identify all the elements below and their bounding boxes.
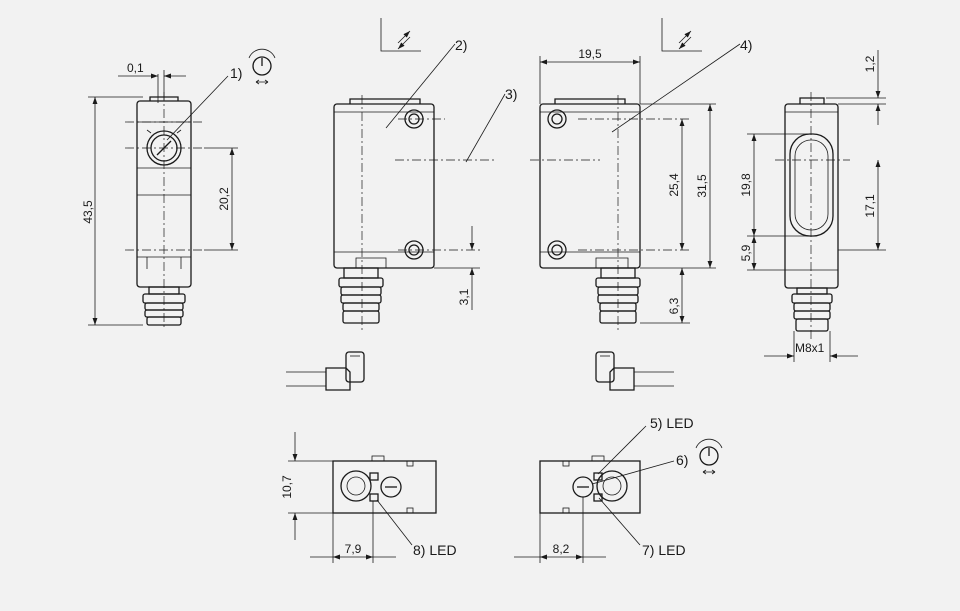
dim-0-1: 0,1 — [118, 61, 186, 103]
rear-view — [530, 95, 690, 330]
adjust-knob-icon — [248, 48, 276, 85]
dim-20-2: 20,2 — [204, 147, 238, 251]
callout-7: 7) LED — [598, 497, 686, 558]
dim-19-5: 19,5 — [539, 47, 641, 104]
dim-m8x1: M8x1 — [764, 331, 858, 362]
top-view-right — [539, 455, 641, 514]
dim-label-3-1: 3,1 — [457, 288, 471, 305]
callout-label-1: 1) — [230, 65, 242, 81]
dim-label-1-2: 1,2 — [863, 55, 877, 72]
dim-8-2: 8,2 — [514, 497, 606, 563]
callout-label-3: 3) — [505, 86, 517, 102]
dim-6-3: 6,3 — [640, 268, 690, 324]
callout-3: 3) — [465, 86, 517, 163]
callout-label-6: 6) — [676, 452, 688, 468]
dim-label-5-9: 5,9 — [739, 244, 753, 261]
dim-5-9: 5,9 — [739, 236, 785, 271]
callout-1: 1) — [166, 48, 276, 141]
angled-plug-left — [286, 351, 365, 391]
dim-label-0-1: 0,1 — [127, 61, 144, 75]
callout-2: 2) — [385, 37, 467, 129]
callout-6: 6) — [591, 438, 723, 485]
light-axis-symbol-1 — [380, 18, 421, 52]
connector-right-view — [791, 287, 833, 332]
dim-label-31-5: 31,5 — [695, 174, 709, 198]
dim-label-6-3: 6,3 — [667, 297, 681, 314]
dim-label-19-5: 19,5 — [578, 47, 602, 61]
callout-8: 8) LED — [376, 499, 457, 558]
dim-label-43-5: 43,5 — [81, 200, 95, 224]
callout-label-8: 8) LED — [413, 542, 457, 558]
callout-5: 5) LED — [597, 415, 694, 475]
dim-label-25-4: 25,4 — [667, 173, 681, 197]
callout-label-2: 2) — [455, 37, 467, 53]
callout-label-4: 4) — [740, 37, 752, 53]
dim-19-8: 19,8 — [739, 133, 812, 237]
mounting-hole-rear-bottom — [547, 240, 567, 260]
side-view-left — [125, 92, 204, 330]
callout-4: 4) — [611, 37, 752, 133]
dim-3-1: 3,1 — [434, 226, 480, 310]
front-view — [333, 95, 495, 330]
dim-7-9: 7,9 — [310, 501, 396, 563]
dim-label-17-1: 17,1 — [863, 194, 877, 218]
dim-43-5: 43,5 — [81, 96, 143, 326]
mounting-hole-rear-top — [547, 109, 567, 129]
dim-10-7: 10,7 — [280, 432, 333, 540]
dim-17-1: 17,1 — [838, 160, 886, 251]
light-axis-symbol-2 — [661, 18, 702, 52]
dim-label-10-7: 10,7 — [280, 475, 294, 499]
dim-label-8-2: 8,2 — [553, 542, 570, 556]
dim-25-4: 25,4 — [667, 119, 685, 250]
callout-label-7: 7) LED — [642, 542, 686, 558]
dim-label-20-2: 20,2 — [217, 187, 231, 211]
callout-label-5: 5) LED — [650, 415, 694, 431]
angled-plug-right — [595, 351, 674, 391]
lens-window — [789, 133, 834, 237]
dim-label-m8x1: M8x1 — [795, 341, 825, 355]
side-view-right — [775, 92, 850, 340]
dim-1-2: 1,2 — [826, 50, 886, 125]
adjust-knob-icon — [695, 438, 723, 475]
dim-label-19-8: 19,8 — [739, 173, 753, 197]
dim-label-7-9: 7,9 — [345, 542, 362, 556]
dim-31-5: 31,5 — [640, 103, 716, 269]
top-view-left — [332, 455, 437, 514]
connector-front-view — [338, 267, 384, 324]
